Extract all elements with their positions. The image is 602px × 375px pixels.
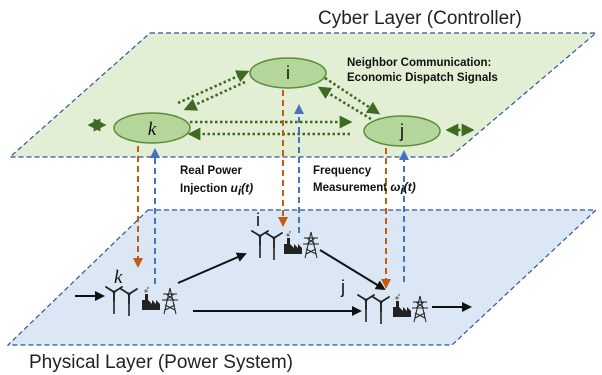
cyber-node-j-label: j (399, 121, 404, 141)
power-flow-k-to-i (177, 252, 247, 284)
measurement-label: Measurement ωi(t) (313, 180, 416, 197)
cyber-layer-plane (8, 32, 598, 158)
physical-layer-plane (6, 209, 598, 346)
physical-bus-k: k (105, 267, 179, 317)
comm-arrow-i-to-k (183, 80, 246, 111)
economic-dispatch-label: Economic Dispatch Signals (347, 72, 498, 84)
physical-bus-i: i (251, 210, 320, 261)
cyber-layer-title: Cyber Layer (Controller) (318, 8, 522, 29)
physical-bus-j: j (340, 277, 429, 325)
real-power-label: Real Power (180, 165, 243, 177)
physical-node-j-label: j (340, 277, 345, 297)
cyber-node-k: k (113, 112, 191, 144)
cyber-node-j: j (363, 115, 441, 147)
physical-node-k-label: k (114, 267, 123, 288)
neighbor-communication-label: Neighbor Communication: (347, 57, 491, 69)
power-flow-i-to-j (319, 249, 386, 291)
frequency-label: Frequency (313, 165, 372, 177)
cyber-node-i: i (249, 57, 327, 89)
physical-layer-title: Physical Layer (Power System) (29, 352, 293, 373)
cyber-node-k-label: k (148, 119, 157, 140)
injection-label: Injection ui(t) (180, 181, 253, 198)
comm-arrow-i-to-j (324, 76, 381, 115)
physical-node-i-label: i (256, 210, 260, 230)
cyber-node-i-label: i (286, 63, 290, 83)
